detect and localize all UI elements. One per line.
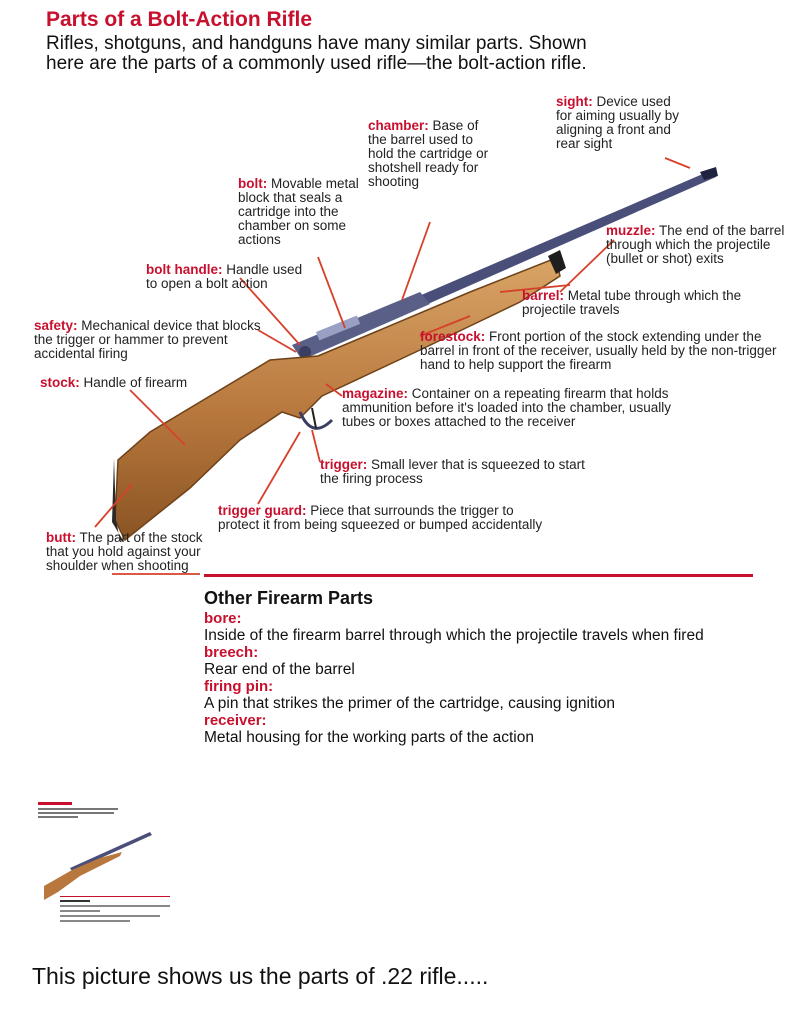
term-safety: safety: [34, 318, 78, 333]
desc-bolt-handle: Handle used to open a bolt action [146, 262, 303, 291]
label-butt: butt: The part of the stock that you hol… [46, 531, 206, 573]
other-parts-section: Other Firearm Parts bore: Inside of the … [204, 588, 794, 747]
label-sight: sight: Device used for aiming usually by… [556, 95, 686, 151]
thumbnail-barrel [70, 832, 152, 871]
thumbnail-divider [60, 896, 170, 897]
label-trigger-guard: trigger guard: Piece that surrounds the … [218, 504, 558, 532]
desc-sight: Device used for aiming usually by aligni… [556, 94, 680, 151]
label-forestock: forestock: Front portion of the stock ex… [420, 330, 796, 372]
thumbnail-text-line [60, 910, 100, 912]
thumbnail-text-line [38, 812, 114, 814]
thumbnail-text-line [38, 816, 78, 818]
rifle-barrel [340, 170, 716, 340]
rifle-butt-pad [112, 458, 124, 542]
rifle-stock [114, 256, 561, 542]
desc-stock: Handle of firearm [83, 375, 188, 390]
term-sight: sight: [556, 94, 593, 109]
label-magazine: magazine: Container on a repeating firea… [342, 387, 692, 429]
rifle-receiver [292, 292, 430, 360]
term-trigger: trigger: [320, 457, 368, 472]
term-trigger-guard: trigger guard: [218, 503, 307, 518]
other-term-breech: breech: [204, 644, 259, 661]
term-stock: stock: [40, 375, 80, 390]
label-bolt-handle: bolt handle: Handle used to open a bolt … [146, 263, 306, 291]
desc-forestock: Front portion of the stock extending und… [420, 329, 777, 372]
rifle-muzzle-sight [700, 167, 718, 180]
leader-lines [94, 157, 691, 575]
thumbnail-text-line [60, 900, 90, 902]
other-term-firing-pin: firing pin: [204, 678, 274, 695]
diagram-intro: Rifles, shotguns, and handguns have many… [46, 33, 587, 74]
label-bolt: bolt: Movable metal block that seals a c… [238, 177, 366, 247]
label-chamber: chamber: Base of the barrel used to hold… [368, 119, 490, 189]
desc-magazine: Container on a repeating firearm that ho… [342, 386, 672, 429]
thumbnail-title-bar [38, 802, 72, 805]
term-muzzle: muzzle: [606, 223, 656, 238]
desc-butt: The part of the stock that you hold agai… [46, 530, 203, 573]
label-barrel: barrel: Metal tube through which the pro… [522, 289, 792, 317]
other-term-bore: bore: [204, 610, 242, 627]
other-desc-breech: Rear end of the barrel [204, 661, 355, 678]
term-magazine: magazine: [342, 386, 409, 401]
thumbnail-text-line [38, 808, 118, 810]
desc-muzzle: The end of the barrel through which the … [606, 223, 785, 266]
label-trigger: trigger: Small lever that is squeezed to… [320, 458, 590, 486]
desc-safety: Mechanical device that blocks the trigge… [34, 318, 261, 361]
desc-trigger: Small lever that is squeezed to start th… [320, 457, 585, 486]
label-stock: stock: Handle of firearm [40, 376, 240, 390]
thumbnail-text-line [60, 920, 130, 922]
thumbnail-text-line [60, 915, 160, 917]
desc-barrel: Metal tube through which the projectile … [522, 288, 742, 317]
other-parts-heading: Other Firearm Parts [204, 588, 374, 608]
other-desc-firing-pin: A pin that strikes the primer of the car… [204, 695, 615, 712]
label-muzzle: muzzle: The end of the barrel through wh… [606, 224, 792, 266]
term-forestock: forestock: [420, 329, 486, 344]
rifle-trigger-guard [298, 411, 334, 430]
other-desc-bore: Inside of the firearm barrel through whi… [204, 627, 704, 644]
desc-chamber: Base of the barrel used to hold the cart… [368, 118, 489, 189]
other-term-receiver: receiver: [204, 712, 267, 729]
diagram-title: Parts of a Bolt-Action Rifle [46, 8, 313, 31]
thumbnail-text-line [60, 905, 170, 907]
term-butt: butt: [46, 530, 76, 545]
rifle-trigger [311, 407, 317, 429]
rifle-bolt-handle [299, 346, 311, 358]
term-barrel: barrel: [522, 288, 565, 303]
other-desc-receiver: Metal housing for the working parts of t… [204, 729, 534, 746]
desc-bolt: Movable metal block that seals a cartrid… [238, 176, 359, 247]
section-divider [204, 574, 753, 577]
desc-trigger-guard: Piece that surrounds the trigger to prot… [218, 503, 543, 532]
rifle-forestock-tip [548, 250, 566, 274]
term-chamber: chamber: [368, 118, 429, 133]
post-caption: This picture shows us the parts of .22 r… [32, 963, 489, 989]
label-safety: safety: Mechanical device that blocks th… [34, 319, 262, 361]
term-bolt-handle: bolt handle: [146, 262, 223, 277]
rifle-bolt [316, 315, 361, 341]
term-bolt: bolt: [238, 176, 268, 191]
thumbnail-stock [44, 852, 122, 900]
